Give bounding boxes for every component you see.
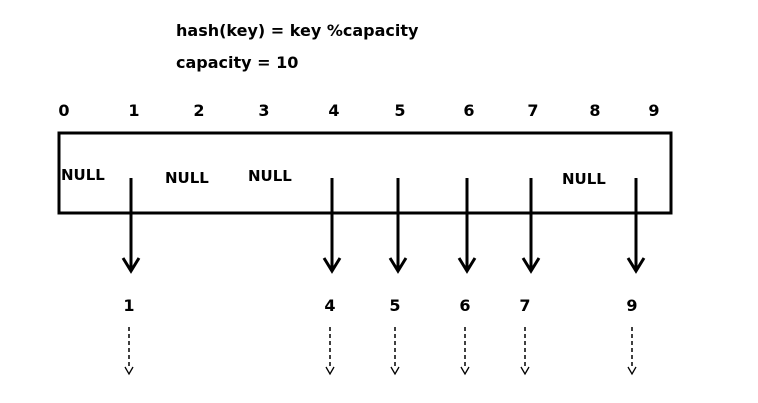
node-value-6: 6 <box>459 296 470 315</box>
bucket-index-2: 2 <box>193 101 204 120</box>
bucket-index-4: 4 <box>328 101 339 120</box>
node-value-1: 1 <box>123 296 134 315</box>
formula-line-2: capacity = 10 <box>176 53 298 72</box>
dashed-arrowhead-1 <box>124 366 134 376</box>
arrowhead-bucket-5 <box>388 257 408 274</box>
node-value-5: 5 <box>389 296 400 315</box>
formula-line-1: hash(key) = key %capacity <box>176 21 419 40</box>
null-label-bucket-0: NULL <box>61 166 105 184</box>
arrowhead-bucket-7 <box>521 257 541 274</box>
hash-table-box <box>57 131 673 215</box>
bucket-arrows <box>121 178 646 274</box>
bucket-index-7: 7 <box>527 101 538 120</box>
null-label-bucket-3: NULL <box>248 167 292 185</box>
bucket-values: 1 4 5 6 7 9 <box>123 296 637 315</box>
bucket-index-5: 5 <box>394 101 405 120</box>
bucket-index-8: 8 <box>589 101 600 120</box>
dashed-arrowhead-6 <box>460 366 470 376</box>
node-value-7: 7 <box>519 296 530 315</box>
bucket-index-0: 0 <box>58 101 69 120</box>
bucket-index-9: 9 <box>648 101 659 120</box>
node-value-4: 4 <box>324 296 335 315</box>
arrowhead-bucket-6 <box>457 257 477 274</box>
bucket-index-3: 3 <box>258 101 269 120</box>
dashed-arrowhead-4 <box>325 366 335 376</box>
bucket-index-6: 6 <box>463 101 474 120</box>
bucket-index-1: 1 <box>128 101 139 120</box>
null-labels: NULL NULL NULL NULL <box>61 166 606 188</box>
dashed-arrowhead-9 <box>627 366 637 376</box>
arrowhead-bucket-9 <box>626 257 646 274</box>
arrowhead-bucket-4 <box>322 257 342 274</box>
null-label-bucket-8: NULL <box>562 170 606 188</box>
bucket-index-row: 0 1 2 3 4 5 6 7 8 9 <box>58 101 659 120</box>
node-value-9: 9 <box>626 296 637 315</box>
dashed-arrowhead-5 <box>390 366 400 376</box>
chain-continuation-arrows <box>124 327 637 376</box>
dashed-arrowhead-7 <box>520 366 530 376</box>
arrowhead-bucket-1 <box>121 257 141 274</box>
null-label-bucket-2: NULL <box>165 169 209 187</box>
